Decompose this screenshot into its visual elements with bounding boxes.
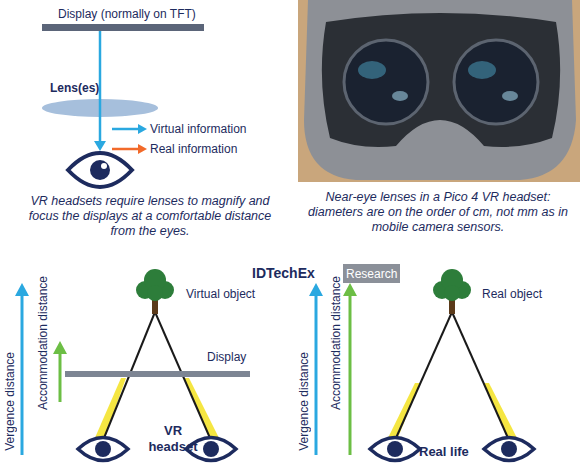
display-label: Display (normally on TFT)	[58, 7, 228, 21]
photo-background	[298, 0, 580, 182]
headset-interior	[322, 13, 560, 147]
scene-label: Real life	[419, 444, 499, 460]
lens-reflection	[392, 91, 408, 101]
lens-left	[344, 40, 428, 124]
display-label: Display	[207, 350, 267, 364]
legend-text: Virtual information	[150, 122, 247, 136]
light-beam	[484, 383, 518, 440]
logo-text: IDTechEx	[252, 265, 342, 282]
logo-box: Research	[343, 264, 400, 283]
lens-right	[454, 40, 538, 124]
logo-text: Research	[343, 267, 400, 281]
axis-label: Vergence distance	[3, 352, 17, 451]
object-label: Real object	[482, 287, 577, 301]
arrow-head	[94, 141, 106, 151]
eye-iris	[203, 441, 219, 457]
sight-line	[452, 312, 508, 438]
axis-label: Accommodation distance	[329, 276, 343, 410]
vergence-arrow	[21, 294, 24, 455]
scene-label: VR headset	[138, 423, 208, 455]
arrow-head	[309, 283, 323, 296]
eye-icon	[78, 438, 128, 461]
tree-canopy	[147, 285, 163, 301]
eye-glint	[101, 163, 107, 169]
vergence-arrow	[315, 294, 318, 455]
headset-photo	[298, 0, 580, 182]
eye-iris	[387, 441, 403, 457]
accommodation-arrow	[349, 294, 352, 455]
caption-text: Near-eye lenses in a Pico 4 VR headset: …	[300, 190, 576, 235]
tree-icon	[433, 269, 471, 314]
light-beam	[184, 378, 220, 440]
lens-reflection	[468, 61, 496, 79]
eye-iris	[90, 160, 110, 180]
sight-line	[396, 312, 452, 438]
tree-canopy	[444, 285, 460, 301]
caption-text: VR headsets require lenses to magnify an…	[28, 194, 272, 239]
arrow-head	[15, 283, 29, 296]
lens-label: Lens(es)	[50, 81, 130, 95]
eye-iris	[501, 441, 517, 457]
lens-reflection	[358, 61, 386, 79]
eye-outline	[484, 438, 534, 461]
axis-label: Accommodation distance	[36, 276, 50, 410]
eye-icon	[484, 438, 534, 461]
legend-text: Real information	[150, 142, 237, 156]
display-bar	[65, 371, 250, 377]
legend-arrow	[112, 128, 139, 131]
face-cushion	[304, 0, 576, 180]
eye-icon	[68, 153, 132, 187]
arrow-head	[53, 341, 67, 354]
eye-iris	[95, 441, 111, 457]
eye-outline	[78, 438, 128, 461]
axis-label: Vergence distance	[297, 352, 311, 451]
accommodation-arrow	[59, 352, 62, 402]
tree-icon	[136, 269, 174, 314]
arrow-head	[138, 124, 147, 134]
arrow-head	[138, 144, 147, 154]
arrow-head	[343, 283, 357, 296]
lens-reflection	[502, 91, 518, 101]
legend-arrow	[112, 148, 139, 151]
eye-icon	[370, 438, 420, 461]
eye-outline	[370, 438, 420, 461]
display-bar	[42, 24, 204, 31]
light-beam	[387, 383, 420, 440]
object-label: Virtual object	[186, 287, 281, 301]
eye-outline	[68, 153, 132, 187]
light-beam	[94, 378, 126, 440]
